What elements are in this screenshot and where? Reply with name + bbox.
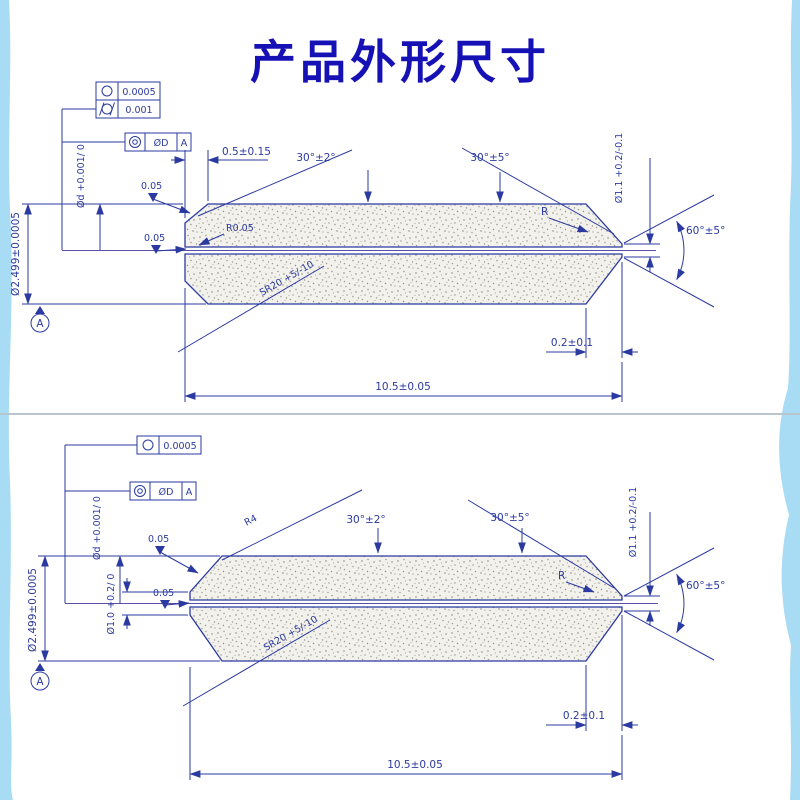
circularity-value: 0.0005	[122, 87, 155, 98]
overall-length-label: 10.5±0.05	[375, 381, 431, 393]
left-radius-dim: R4	[221, 489, 363, 561]
concentricity-datum: A	[181, 138, 188, 149]
outer-diameter-dim: Ø2.499±0.0005	[27, 555, 220, 662]
circularity-value: 0.0005	[163, 441, 196, 452]
tip-diameter-label: Ø1.1 +0.2/-0.1	[628, 487, 639, 557]
cone-lead-angle-dim: 30°±5°	[467, 499, 615, 589]
face-tol-upper-label: 0.05	[141, 181, 162, 192]
tip-length-dim: 0.2±0.1	[546, 262, 638, 358]
outer-diameter-label: Ø2.499±0.0005	[10, 212, 22, 296]
cylindricity-icon	[99, 102, 115, 116]
face-tol-upper-label: 0.05	[148, 534, 169, 545]
datum-flag-icon	[35, 306, 45, 314]
circularity-icon	[142, 439, 154, 451]
tip-angle-dim: 60°±5°	[623, 194, 725, 308]
datum-flag-icon	[35, 663, 45, 671]
concentricity-tolerance: ØD	[154, 138, 169, 149]
overall-length-label: 10.5±0.05	[387, 759, 443, 771]
face-tolerance-lower: 0.05	[144, 233, 187, 254]
tip-angle-label: 60°±5°	[686, 580, 725, 592]
top-view: 0.0005 0.001 ØD A	[10, 81, 725, 402]
cone-lead-angle-label: 30°±5°	[490, 512, 529, 524]
blend-radius-label: R	[558, 570, 565, 582]
tip-angle-label: 60°±5°	[686, 225, 725, 237]
pin-upper-half	[189, 555, 623, 601]
circularity-icon	[101, 85, 113, 97]
shaft-diameter-label: Ød +0.001/ 0	[92, 496, 103, 560]
concentricity-frame: ØD A	[129, 481, 197, 501]
datum-a-label: A	[36, 676, 44, 688]
frame-leaders	[61, 108, 125, 250]
pin-upper-half	[184, 203, 623, 248]
edge-radius-dim: R0.05	[198, 223, 254, 246]
overall-length-dim: 10.5±0.05	[184, 288, 623, 402]
tip-length-label: 0.2±0.1	[563, 710, 605, 722]
outer-diameter-dim: Ø2.499±0.0005	[10, 203, 206, 305]
face-tol-lower-label: 0.05	[153, 588, 174, 599]
concentricity-icon	[129, 136, 141, 148]
face-tolerance-upper: 0.05	[141, 181, 191, 214]
surface-flag-icon	[155, 546, 165, 555]
circularity-frame: 0.0005	[136, 435, 202, 455]
blend-radius-label: R	[541, 206, 548, 218]
datum-a-label: A	[36, 318, 44, 330]
tip-diameter-dim: Ø1.1 +0.2/-0.1	[614, 133, 660, 272]
chamfer-angle-label: 30°±2°	[296, 152, 335, 164]
concentricity-icon	[134, 485, 146, 497]
left-flat-dia-dim: Ø1.0 +0.2/ 0	[106, 574, 188, 635]
surface-flag-icon	[148, 193, 158, 202]
datum-a: A	[30, 663, 50, 691]
concentricity-datum: A	[186, 487, 193, 498]
outer-diameter-label: Ø2.499±0.0005	[27, 568, 39, 652]
left-radius-label: R4	[243, 513, 259, 529]
cylindricity-value: 0.001	[125, 105, 152, 116]
face-tolerance-upper: 0.05	[148, 534, 199, 574]
tip-angle-dim: 60°±5°	[623, 547, 725, 661]
blend-radius-dim: R	[541, 206, 589, 233]
concentricity-tolerance: ØD	[159, 487, 174, 498]
cone-lead-angle-dim: 30°±5°	[461, 147, 615, 235]
blend-radius-dim: R	[558, 570, 595, 593]
page-title: 产品外形尺寸	[250, 35, 550, 89]
chamfer-angle-dim: 30°±2°	[346, 514, 386, 554]
shaft-diameter-dim: Ød +0.001/ 0	[76, 144, 104, 250]
pin-lower-half	[189, 606, 623, 662]
tip-length-label: 0.2±0.1	[551, 337, 593, 349]
concentricity-frame: ØD A	[124, 132, 192, 152]
chamfer-length-dim: 0.5±0.15	[171, 146, 271, 218]
shaft-diameter-dim: Ød +0.001/ 0	[92, 496, 124, 603]
left-flat-dia-label: Ø1.0 +0.2/ 0	[106, 574, 117, 635]
frame-leaders	[64, 444, 137, 603]
face-tolerance-lower: 0.05	[153, 588, 190, 609]
tip-diameter-dim: Ø1.1 +0.2/-0.1	[624, 487, 660, 626]
left-edge-decoration	[0, 0, 13, 800]
chamfer-angle-dim: 30°±2°	[197, 149, 372, 217]
tip-length-dim: 0.2±0.1	[546, 615, 638, 731]
tip-diameter-label: Ø1.1 +0.2/-0.1	[614, 133, 625, 203]
bottom-view: 0.0005 ØD A	[27, 435, 725, 780]
chamfer-angle-label: 30°±2°	[346, 514, 385, 526]
edge-radius-label: R0.05	[226, 223, 254, 234]
overall-length-dim: 10.5±0.05	[189, 667, 623, 780]
cone-lead-angle-label: 30°±5°	[470, 152, 509, 164]
chamfer-length-label: 0.5±0.15	[222, 146, 271, 158]
datum-a: A	[30, 306, 50, 333]
right-edge-decoration	[779, 0, 800, 800]
face-tol-lower-label: 0.05	[144, 233, 165, 244]
shaft-diameter-label: Ød +0.001/ 0	[76, 144, 87, 208]
surface-flag-icon	[151, 245, 161, 254]
pin-lower-half	[184, 253, 623, 305]
